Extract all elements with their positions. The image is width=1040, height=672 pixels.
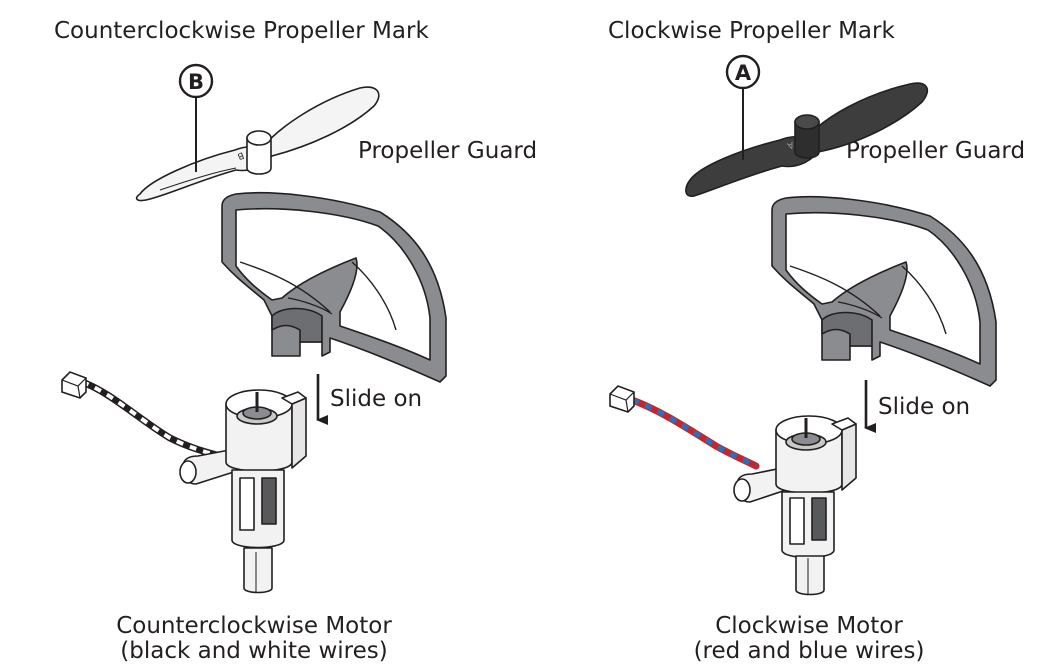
right-slide-label: Slide on <box>878 394 971 420</box>
right-guard-label: Propeller Guard <box>846 138 1026 164</box>
right-motor-wire <box>609 385 760 470</box>
right-motor-label-line2: (red and blue wires) <box>693 638 925 664</box>
left-slide-label: Slide on <box>330 386 423 412</box>
right-propeller-guard <box>771 196 997 387</box>
left-badge: B <box>178 63 214 172</box>
right-motor <box>733 415 857 596</box>
right-badge: A <box>725 54 761 160</box>
left-title: Counterclockwise Propeller Mark <box>54 18 429 44</box>
right-title: Clockwise Propeller Mark <box>608 18 895 44</box>
left-propeller: B <box>135 86 380 202</box>
right-motor-label-line1: Clockwise Motor <box>715 613 903 639</box>
left-blade-mark: B <box>236 149 245 161</box>
right-badge-letter: A <box>735 61 752 85</box>
left-badge-letter: B <box>188 70 204 94</box>
left-propeller-guard <box>221 192 447 383</box>
left-motor-label-line2: (black and white wires) <box>120 638 388 664</box>
right-blade-mark: A <box>785 139 795 151</box>
left-motor-label-line1: Counterclockwise Motor <box>116 613 392 639</box>
left-motor <box>179 389 307 594</box>
left-guard-label: Propeller Guard <box>358 138 538 164</box>
right-propeller: A <box>685 82 929 198</box>
left-motor-wire <box>61 371 224 460</box>
